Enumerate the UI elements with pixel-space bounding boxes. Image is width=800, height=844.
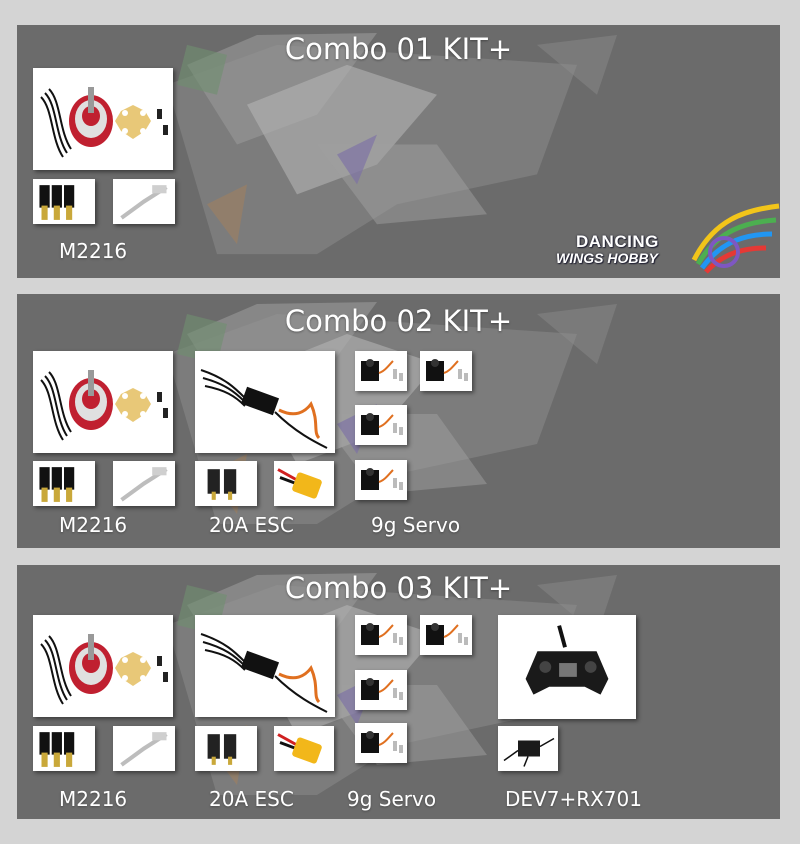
logo-line1: DANCING [576, 232, 659, 251]
combo-03-title: Combo 03 KIT+ [284, 571, 513, 605]
servo-image [355, 670, 407, 710]
servo-image [355, 460, 407, 500]
esc-label: 20A ESC [209, 787, 294, 811]
brand-logo: DANCING WINGS HOBBY [556, 200, 780, 278]
combo-01-panel: Combo 01 KIT+ M2216 DANCING WINGS HOBBY [17, 25, 780, 278]
esc-label: 20A ESC [209, 513, 294, 537]
combo-01-title: Combo 01 KIT+ [284, 32, 513, 66]
servo-image [355, 405, 407, 445]
combo-02-panel: Combo 02 KIT+ M2216 20A ESC 9g Servo [17, 294, 780, 548]
motor-label: M2216 [59, 513, 128, 537]
servo-image [355, 723, 407, 763]
propeller-image [113, 461, 175, 506]
esc-image [195, 351, 335, 453]
transmitter-image [498, 615, 636, 719]
motor-label: M2216 [59, 787, 128, 811]
battery-connector-image [274, 461, 334, 506]
esc-connector-image [195, 461, 257, 506]
combo-03-panel: Combo 03 KIT+ M2216 20A ESC 9g Servo DEV… [17, 565, 780, 819]
connectors-image [33, 179, 95, 224]
servo-image [420, 615, 472, 655]
esc-image [195, 615, 335, 717]
propeller-image [113, 726, 175, 771]
propeller-image [113, 179, 175, 224]
battery-connector-image [274, 726, 334, 771]
combo-02-title: Combo 02 KIT+ [284, 304, 513, 338]
servo-label: 9g Servo [347, 787, 437, 811]
motor-label: M2216 [59, 239, 128, 263]
radio-label: DEV7+RX701 [505, 787, 642, 811]
receiver-image [498, 726, 558, 771]
servo-image [355, 615, 407, 655]
servo-image [420, 351, 472, 391]
connectors-image [33, 461, 95, 506]
esc-connector-image [195, 726, 257, 771]
servo-label: 9g Servo [371, 513, 461, 537]
connectors-image [33, 726, 95, 771]
servo-image [355, 351, 407, 391]
motor-mount-image [33, 68, 173, 170]
motor-mount-image [33, 351, 173, 453]
motor-mount-image [33, 615, 173, 717]
logo-line2: WINGS HOBBY [556, 250, 658, 266]
